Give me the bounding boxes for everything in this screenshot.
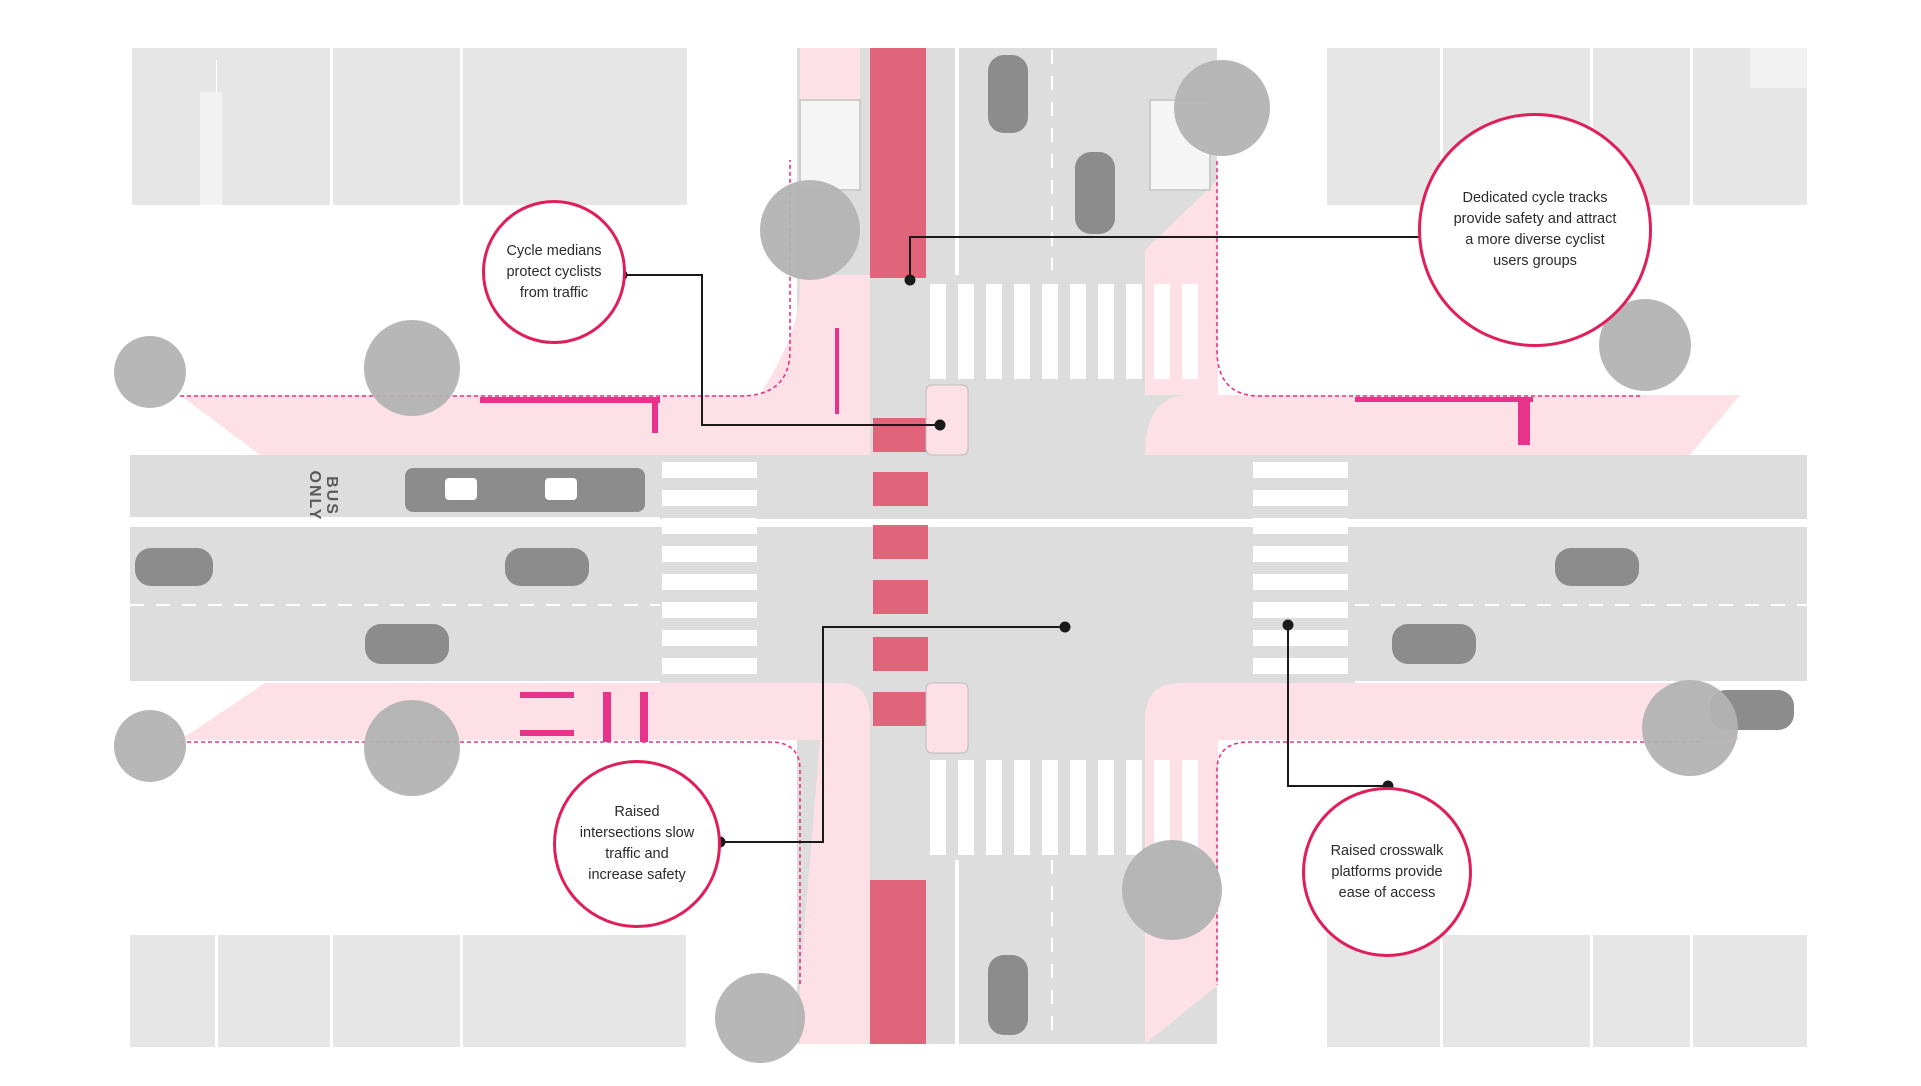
crosswalk-stripe	[958, 760, 974, 855]
bus-label-word: BUS	[323, 476, 340, 516]
callout-raised-crosswalk: Raised crosswalk platforms provide ease …	[1302, 787, 1472, 957]
bus-only-label: BUS ONLY	[306, 470, 340, 522]
crosswalk-stripe	[1182, 284, 1198, 379]
crosswalk-stripe	[1014, 284, 1030, 379]
crosswalk-stripe	[930, 284, 946, 379]
crosswalk-stripe	[1098, 760, 1114, 855]
crosswalk-stripe	[1253, 518, 1348, 534]
trees	[114, 60, 1738, 1063]
crosswalk-stripe	[986, 284, 1002, 379]
crosswalk-stripe	[1014, 760, 1030, 855]
crosswalk-stripe	[1070, 284, 1086, 379]
crosswalk-stripe	[1182, 760, 1198, 855]
callout-cycle-tracks: Dedicated cycle tracks provide safety an…	[1418, 113, 1652, 347]
crosswalk-stripe	[1070, 760, 1086, 855]
crosswalk-stripe	[662, 546, 757, 562]
vehicles	[135, 55, 1794, 1035]
crosswalk-stripe	[1253, 574, 1348, 590]
callout-text: Cycle medians protect cyclists from traf…	[506, 242, 602, 301]
crosswalks	[662, 284, 1348, 855]
callout-raised-intersections: Raised intersections slow traffic and in…	[553, 760, 721, 928]
crosswalk-stripe	[662, 490, 757, 506]
crosswalk-stripe	[1042, 760, 1058, 855]
crosswalk-stripe	[662, 630, 757, 646]
only-label-word: ONLY	[306, 470, 323, 522]
crosswalk-stripe	[1126, 284, 1142, 379]
crosswalk-stripe	[1126, 760, 1142, 855]
crosswalk-stripe	[1098, 284, 1114, 379]
crosswalk-stripe	[662, 658, 757, 674]
crosswalk-stripe	[930, 760, 946, 855]
crosswalk-stripe	[1253, 602, 1348, 618]
crosswalk-stripe	[986, 760, 1002, 855]
cycle-track-edges	[180, 160, 1700, 985]
crosswalk-stripe	[1253, 658, 1348, 674]
crosswalk-stripe	[1042, 284, 1058, 379]
crosswalk-stripe	[1154, 284, 1170, 379]
crosswalk-stripe	[662, 602, 757, 618]
callout-text: Raised crosswalk platforms provide ease …	[1330, 842, 1444, 901]
crosswalk-stripe	[1154, 760, 1170, 855]
crosswalk-stripe	[662, 574, 757, 590]
crosswalk-stripe	[1253, 462, 1348, 478]
callout-cycle-medians: Cycle medians protect cyclists from traf…	[482, 200, 626, 344]
crosswalk-stripe	[1253, 630, 1348, 646]
callout-text: Dedicated cycle tracks provide safety an…	[1453, 190, 1617, 269]
cycle-medians	[480, 328, 1533, 754]
callout-text: Raised intersections slow traffic and in…	[579, 804, 695, 883]
crosswalk-stripe	[662, 462, 757, 478]
crosswalk-stripe	[958, 284, 974, 379]
crosswalk-stripe	[1253, 546, 1348, 562]
crosswalk-stripe	[662, 518, 757, 534]
crosswalk-stripe	[1253, 490, 1348, 506]
callout-leaders	[616, 236, 1422, 848]
cycle-tracks	[870, 48, 928, 1044]
